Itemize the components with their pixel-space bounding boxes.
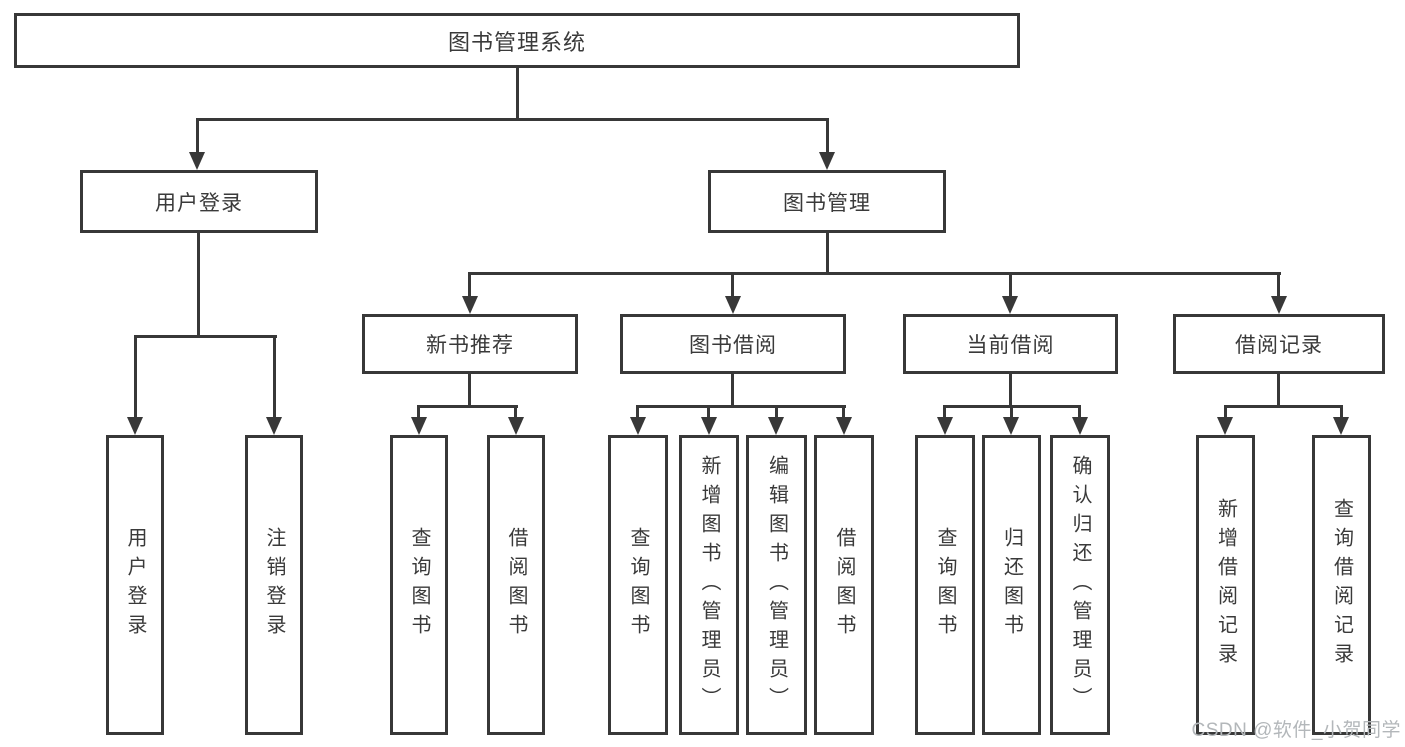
connector-line <box>943 405 946 419</box>
leaf-label: 查询借阅记录 <box>1330 498 1353 672</box>
arrow-down-icon <box>1072 417 1088 435</box>
node-book-management: 图书管理 <box>708 170 946 233</box>
leaf-label: 注销登录 <box>263 527 285 643</box>
connector-line <box>1078 405 1081 419</box>
node-new-book-recommend: 新书推荐 <box>362 314 578 374</box>
arrow-down-icon <box>937 417 953 435</box>
connector-line <box>1009 272 1012 298</box>
connector-line <box>469 272 1281 275</box>
leaf-label: 编辑图书（管理员） <box>765 454 788 716</box>
leaf-query-borrow-record: 查询借阅记录 <box>1312 435 1371 735</box>
leaf-label: 新增图书（管理员） <box>698 454 720 716</box>
connector-line <box>273 335 276 419</box>
leaf-borrow-books: 借阅图书 <box>487 435 545 735</box>
connector-line <box>516 68 519 121</box>
connector-line <box>1277 272 1280 298</box>
connector-line <box>826 118 829 154</box>
leaf-edit-books-admin: 编辑图书（管理员） <box>746 435 807 735</box>
arrow-down-icon <box>127 417 143 435</box>
node-label: 图书管理 <box>783 191 871 215</box>
leaf-label: 查询图书 <box>627 527 649 643</box>
leaf-add-borrow-record: 新增借阅记录 <box>1196 435 1255 735</box>
leaf-label: 查询图书 <box>934 527 956 643</box>
node-root-label: 图书管理系统 <box>447 29 586 55</box>
leaf-label: 新增借阅记录 <box>1214 498 1237 672</box>
arrow-down-icon <box>508 417 524 435</box>
connector-line <box>842 405 845 419</box>
arrow-down-icon <box>836 417 852 435</box>
arrow-down-icon <box>819 152 835 170</box>
connector-line <box>731 374 734 408</box>
arrow-down-icon <box>1333 417 1349 435</box>
connector-line <box>707 405 710 419</box>
leaf-label: 查询图书 <box>408 527 430 643</box>
connector-line <box>636 405 639 419</box>
arrow-down-icon <box>189 152 205 170</box>
leaf-label: 借阅图书 <box>833 527 855 643</box>
connector-line <box>134 335 137 419</box>
csdn-watermark: CSDN @软件_小贺同学 <box>1191 720 1401 741</box>
node-borrow-records: 借阅记录 <box>1173 314 1385 374</box>
leaf-query-books: 查询图书 <box>608 435 668 735</box>
leaf-query-books: 查询图书 <box>915 435 975 735</box>
leaf-borrow-books: 借阅图书 <box>814 435 874 735</box>
leaf-add-books-admin: 新增图书（管理员） <box>679 435 739 735</box>
connector-line <box>468 272 471 298</box>
connector-line <box>196 118 199 154</box>
connector-line <box>417 405 420 419</box>
leaf-label: 确认归还（管理员） <box>1069 454 1091 716</box>
arrow-down-icon <box>411 417 427 435</box>
connector-line <box>1224 405 1343 408</box>
leaf-confirm-return-admin: 确认归还（管理员） <box>1050 435 1110 735</box>
arrow-down-icon <box>462 296 478 314</box>
connector-line <box>417 405 518 408</box>
arrow-down-icon <box>630 417 646 435</box>
connector-line <box>468 374 471 408</box>
arrow-down-icon <box>701 417 717 435</box>
arrow-down-icon <box>1002 296 1018 314</box>
node-book-borrow: 图书借阅 <box>620 314 846 374</box>
connector-line <box>731 272 734 298</box>
connector-line <box>134 335 277 338</box>
connector-line <box>775 405 778 419</box>
node-root: 图书管理系统 <box>14 13 1020 68</box>
node-user-login: 用户登录 <box>80 170 318 233</box>
arrow-down-icon <box>768 417 784 435</box>
node-label: 借阅记录 <box>1235 334 1323 357</box>
arrow-down-icon <box>725 296 741 314</box>
leaf-logout: 注销登录 <box>245 435 303 735</box>
connector-line <box>1340 405 1343 419</box>
arrow-down-icon <box>1003 417 1019 435</box>
node-label: 用户登录 <box>155 191 243 215</box>
leaf-query-books: 查询图书 <box>390 435 448 735</box>
leaf-label: 借阅图书 <box>505 527 527 643</box>
connector-line <box>1009 374 1012 408</box>
arrow-down-icon <box>266 417 282 435</box>
leaf-user-login: 用户登录 <box>106 435 164 735</box>
connector-line <box>1010 405 1013 419</box>
connector-line <box>197 233 200 338</box>
connector-line <box>196 118 829 121</box>
node-label: 新书推荐 <box>426 334 514 357</box>
arrow-down-icon <box>1271 296 1287 314</box>
leaf-label: 用户登录 <box>124 527 146 643</box>
node-current-borrow: 当前借阅 <box>903 314 1118 374</box>
leaf-return-books: 归还图书 <box>982 435 1041 735</box>
leaf-label: 归还图书 <box>1000 527 1023 643</box>
connector-line <box>514 405 517 419</box>
connector-line <box>826 233 829 275</box>
connector-line <box>1224 405 1227 419</box>
connector-line <box>636 405 846 408</box>
arrow-down-icon <box>1217 417 1233 435</box>
node-label: 图书借阅 <box>689 334 777 357</box>
connector-line <box>1277 374 1280 408</box>
node-label: 当前借阅 <box>966 334 1055 357</box>
